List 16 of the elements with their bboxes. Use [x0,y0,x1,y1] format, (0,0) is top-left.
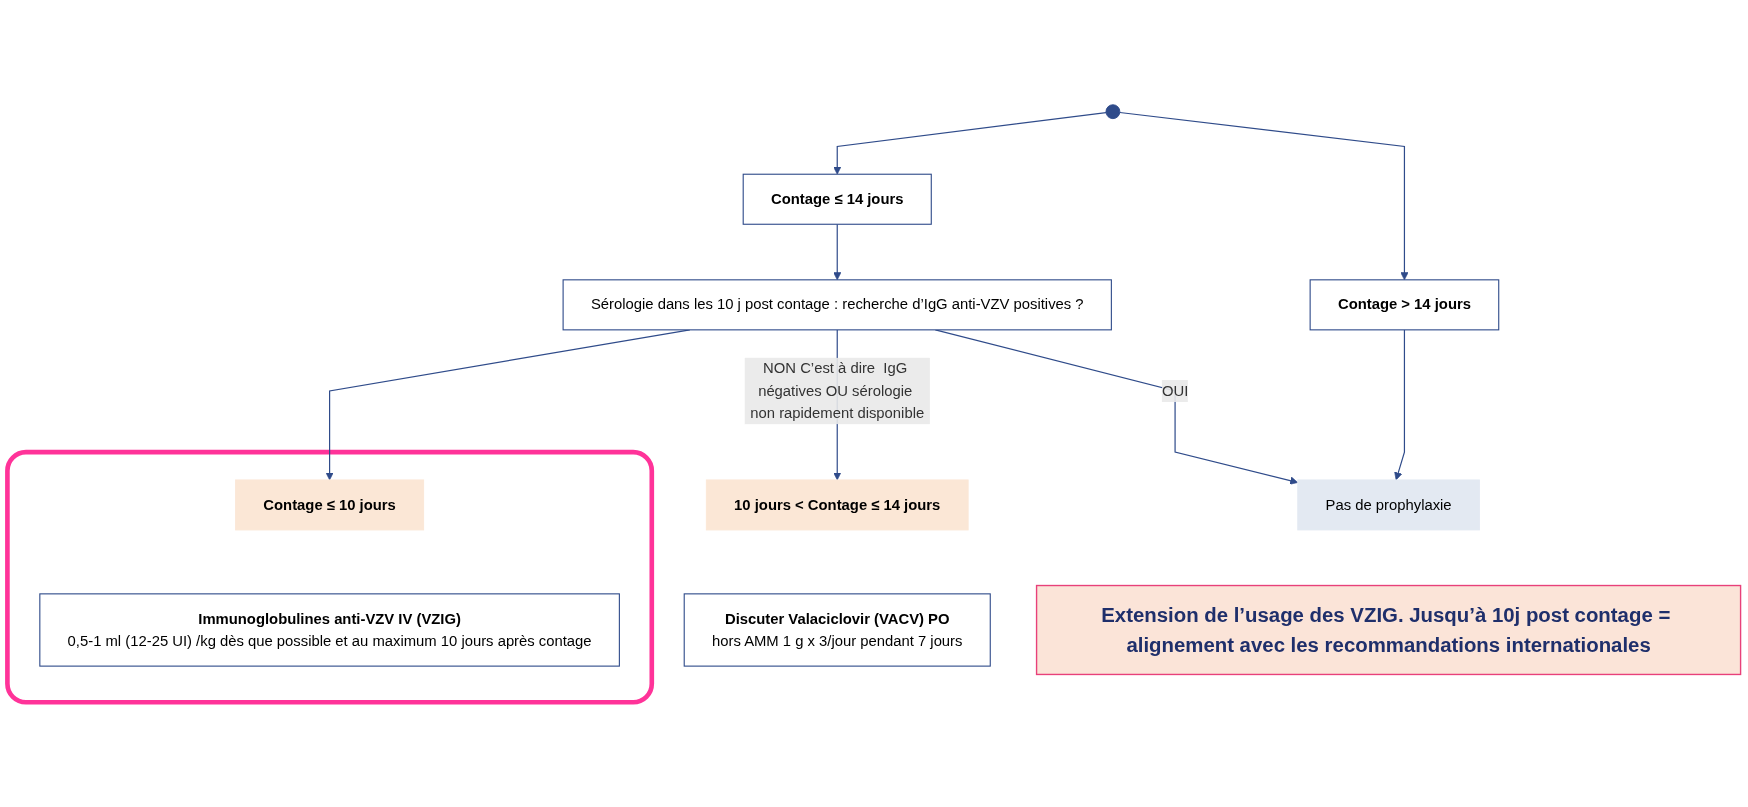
node-box: 10 jours < Contage ≤ 14 jours [705,479,969,531]
node-box: Extension de l’usage des VZIG. Jusqu’à 10j post contage = alignement avec les recommandations internationales [1035,584,1742,676]
node-box: Contage ≤ 10 jours [235,479,425,531]
node-box: Contage > 14 jours [1309,279,1500,331]
arrow [833,111,1107,175]
node-box: Discuter Valaciclovir (VACV) PO hors AMM 1 g x 3/jour pendant 7 jours [683,593,991,667]
edge-label: OUI [1161,382,1189,399]
cluster [5,449,655,705]
node-box: Immunoglobulines anti-VZV IV (VZIG) 0,5-1 ml (12-25 UI) /kg dès que possible et au maximum 10 jours après contage [39,593,620,667]
edge-label: NON C’est à dire IgG négatives OU sérologie non rapidement disponible [750,360,925,421]
node-box: Contage ≤ 14 jours [742,173,932,225]
arrow [833,223,842,281]
arrow [1119,111,1409,281]
node-box: Pas de prophylaxie [1297,479,1480,531]
node-box: Sérologie dans les 10 j post contage : recherche d’IgG anti-VZV positives ? [562,279,1112,331]
arrow [1394,329,1406,481]
